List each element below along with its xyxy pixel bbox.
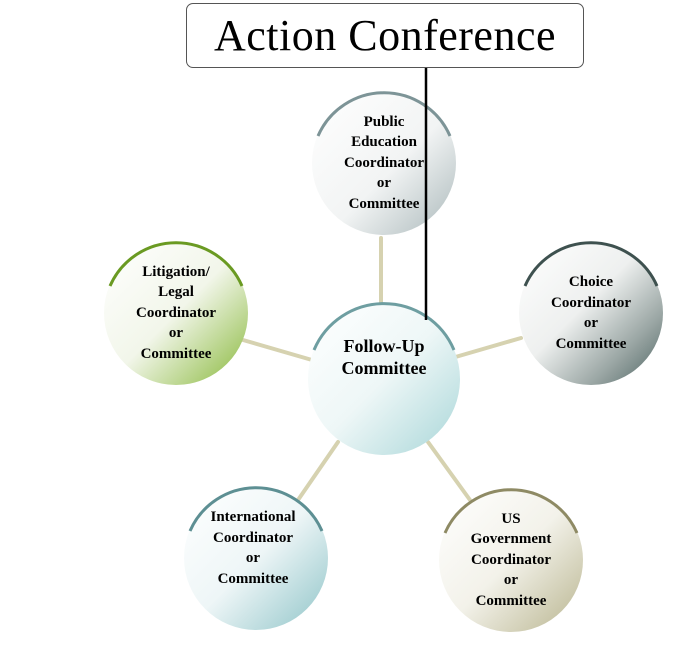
- node-choice-rim: [523, 241, 659, 287]
- node-litigation-legal-rim: [108, 241, 244, 287]
- connector-choice: [450, 336, 523, 360]
- connector-litigation-legal: [241, 338, 314, 362]
- node-us-government-circle: [439, 488, 583, 632]
- node-litigation-legal-circle: [104, 241, 248, 385]
- node-choice-circle: [519, 241, 663, 385]
- node-public-education-circle: [312, 91, 456, 235]
- node-us-government-rim: [443, 488, 579, 534]
- connector-international: [296, 440, 340, 502]
- node-international-circle: [184, 486, 328, 630]
- node-center-circle: [308, 303, 460, 455]
- title-text: Action Conference: [213, 11, 557, 60]
- connectors: [241, 236, 523, 502]
- connector-us-government: [426, 440, 472, 502]
- node-public-education-rim: [316, 91, 452, 137]
- title-box: Action Conference: [186, 3, 584, 68]
- node-center-rim: [312, 302, 456, 351]
- node-international-rim: [188, 486, 324, 532]
